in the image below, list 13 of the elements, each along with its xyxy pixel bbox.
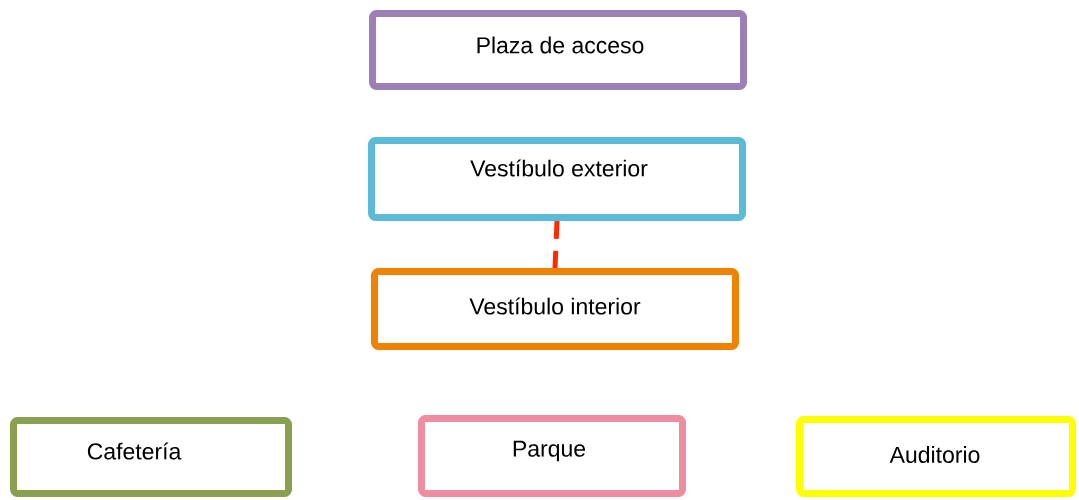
place-box <box>796 416 1076 497</box>
place-box <box>418 415 686 497</box>
place-box <box>10 417 292 497</box>
place-box <box>369 10 747 90</box>
box-label: Parque <box>513 440 586 462</box>
box-label: Auditorio <box>889 446 980 463</box>
box-label: Vestíbulo interior <box>469 297 641 315</box>
box-label: Cafetería <box>87 442 182 460</box>
place-box <box>368 137 746 221</box>
place-box <box>371 268 739 350</box>
connector-line <box>552 220 560 269</box>
box-label: Plaza de acceso <box>477 36 644 54</box>
box-label: Vestíbulo exterior <box>470 159 648 177</box>
